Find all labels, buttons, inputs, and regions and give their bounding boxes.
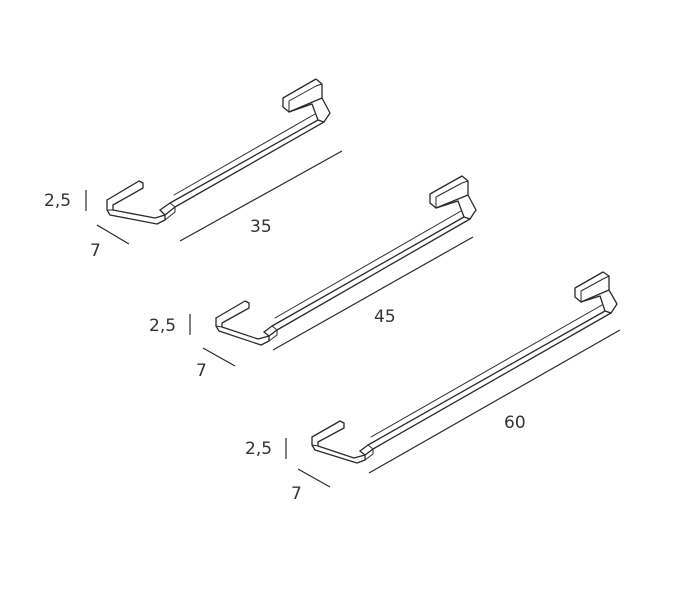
length-label: 45 [374,307,396,327]
towel-bar-35-drawing [106,78,331,225]
length-dimension-line [179,150,343,242]
towel-bar-60-drawing [311,271,618,464]
towel-bar-45-drawing [215,175,477,346]
towel-bar-45: 45 2,5 7 [149,175,477,381]
height-label: 2,5 [44,191,71,211]
length-label: 35 [250,217,272,237]
height-label: 2,5 [245,439,272,459]
height-label: 2,5 [149,316,176,336]
depth-label: 7 [90,241,101,261]
towel-bar-35: 35 2,5 7 [44,78,343,261]
depth-label: 7 [291,484,302,504]
depth-dimension-line [96,224,130,245]
length-label: 60 [504,413,526,433]
length-dimension-line [272,236,474,351]
towel-bar-60: 60 2,5 7 [245,271,621,504]
depth-dimension-line [202,347,236,367]
depth-dimension-line [297,468,331,488]
depth-label: 7 [196,361,207,381]
length-dimension-line [368,329,621,474]
